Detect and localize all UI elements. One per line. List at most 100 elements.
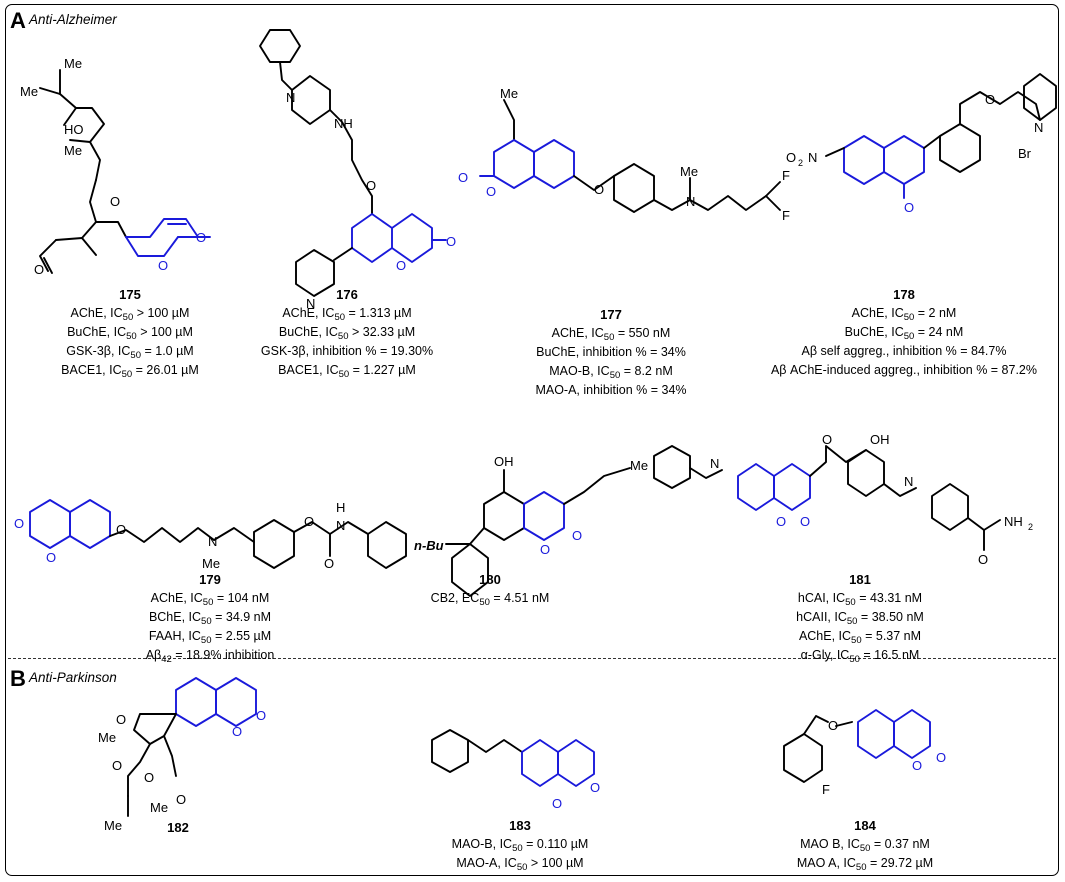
activity-text: AChE, IC (851, 306, 904, 320)
activity-text: Aβ self aggreg., inhibition % = 84.7% (801, 344, 1007, 358)
activity-value: = 18.9% inhibition (171, 648, 275, 662)
compound-number: 179 (199, 572, 221, 587)
f-label: F (822, 782, 830, 797)
nh2-subscript: 2 (1028, 522, 1033, 532)
activity-text: AChE, IC (798, 629, 852, 643)
phenyl-178 (939, 123, 981, 173)
activity-subscript: 50 (855, 862, 867, 873)
activity-text: FAAH, IC (148, 629, 201, 643)
o-label: O (486, 184, 496, 199)
activity-text: MAO-B, IC (451, 837, 513, 851)
activity-line: Aβ AChE-induced aggreg., inhibition % = … (748, 361, 1060, 380)
o-label: O (396, 258, 406, 273)
activity-line: hCAI, IC50 = 43.31 nM (760, 589, 960, 608)
o-label: O (304, 514, 314, 529)
activity-subscript: 50 (851, 635, 862, 646)
section-divider (8, 658, 1056, 659)
piperidine (291, 75, 331, 125)
styryl-phenyl (431, 729, 469, 773)
hydroxyphenyl (847, 449, 885, 497)
coumarin-ring-178 (843, 135, 885, 185)
ho-label: HO (64, 122, 84, 137)
n-label: N (1034, 120, 1043, 135)
activity-value: = 4.51 nM (489, 591, 550, 605)
n-label: N (808, 150, 817, 165)
o-label: O (232, 724, 242, 739)
activity-value: = 104 nM (213, 591, 270, 605)
activity-text: AChE, IC (551, 326, 604, 340)
structure-180: OH Me n-Bu O O (414, 454, 648, 597)
o-label: O (458, 170, 468, 185)
f-label: F (782, 208, 790, 223)
activity-text: BuChE, IC (278, 325, 338, 339)
activity-line: MAO A, IC50 = 29.72 µM (760, 854, 970, 873)
activity-line: MAO-A, IC50 > 100 µM (420, 854, 620, 873)
o-label: O (800, 514, 810, 529)
activity-text: BACE1, IC (278, 363, 339, 377)
furan-left (39, 239, 57, 272)
activity-value: = 16.5 nM (859, 648, 920, 662)
activity-text: BuChE, IC (67, 325, 127, 339)
compound-number: 175 (119, 287, 141, 302)
cyclohexyl-179 (367, 521, 407, 569)
activity-subscript: 50 (859, 843, 871, 854)
structure-178: O N 2 O O N Br (786, 73, 1057, 215)
o-label: O (572, 528, 582, 543)
n-label: N (208, 534, 217, 549)
activity-value: = 550 nM (614, 326, 671, 340)
activity-subscript: 50 (479, 597, 490, 608)
o-label: O (324, 556, 334, 571)
o-label: O (985, 92, 995, 107)
activity-line: BACE1, IC50 = 1.227 µM (234, 361, 460, 380)
coumarin-ring-182 (175, 677, 217, 727)
activity-line: MAO-B, IC50 = 8.2 nM (516, 362, 706, 381)
activity-subscript: 50 (121, 369, 133, 380)
activity-text: AChE, IC (70, 306, 123, 320)
activity-text: MAO-A, IC (456, 856, 517, 870)
o-label: O (936, 750, 946, 765)
o-label: O (256, 708, 266, 723)
me-label: Me (680, 164, 698, 179)
structure-177: Me O O O N Me F F (458, 86, 790, 223)
o-label: O (144, 770, 154, 785)
activity-value: = 2 nM (914, 306, 957, 320)
activity-line: MAO-A, inhibition % = 34% (516, 381, 706, 400)
o-label: O (196, 230, 206, 245)
n-label: N (710, 456, 719, 471)
h-label: H (336, 500, 345, 515)
pyridine-ring (295, 249, 335, 297)
n-label: N (336, 518, 345, 533)
n-label: N (686, 194, 695, 209)
activity-line: AChE, IC50 = 104 nM (110, 589, 310, 608)
activity-line: AChE, IC50 = 550 nM (516, 324, 706, 343)
activity-subscript: 50 (122, 312, 134, 323)
activity-text: BuChE, IC (844, 325, 904, 339)
activity-value: = 0.110 µM (522, 837, 589, 851)
activity-line: BuChE, IC50 > 32.33 µM (234, 323, 460, 342)
me-label: Me (64, 56, 82, 71)
activity-value: = 1.0 µM (141, 344, 194, 358)
structure-181: N N O OH O O O NH 2 (653, 432, 1033, 567)
nh-label: NH (334, 116, 353, 131)
n-label: N (286, 90, 295, 105)
activity-subscript: 50 (849, 654, 860, 665)
compound-number: 180 (479, 572, 501, 587)
compound-number: 177 (600, 307, 622, 322)
structure-179: O O O N Me O O H N (14, 499, 407, 571)
coumarin-ring-181 (737, 463, 775, 511)
activity-value: = 5.37 nM (861, 629, 922, 643)
activity-line: CB2, EC50 = 4.51 nM (400, 589, 580, 608)
activity-text: BChE, IC (148, 610, 202, 624)
structure-182: O Me O O O Me Me O O (98, 677, 266, 833)
activity-subscript: 50 (334, 312, 346, 323)
chromanone-ring (857, 709, 895, 759)
section-a-letter: A (10, 8, 26, 33)
compound-number: 176 (336, 287, 358, 302)
